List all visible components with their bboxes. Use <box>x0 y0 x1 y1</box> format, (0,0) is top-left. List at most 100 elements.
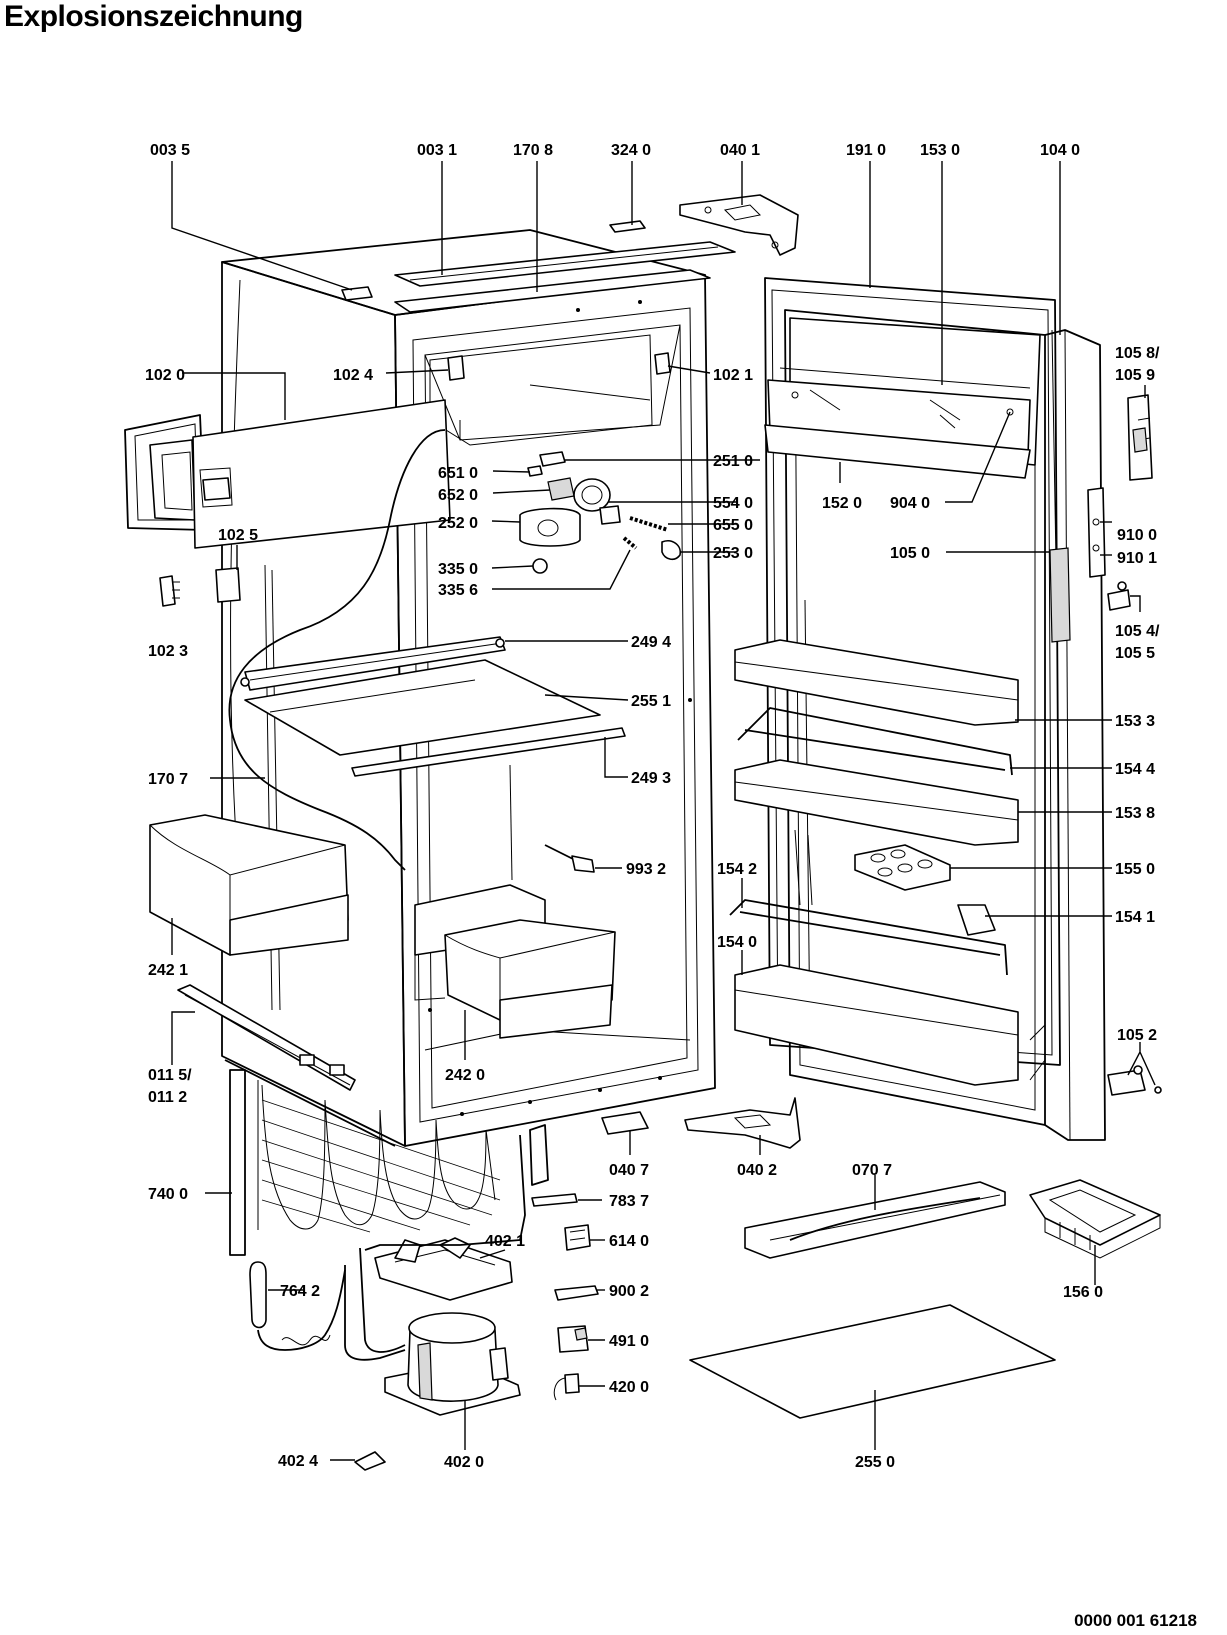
label-003-1: 003 1 <box>417 142 457 159</box>
label-904-0: 904 0 <box>890 495 930 512</box>
cable-993-2 <box>544 844 595 873</box>
fan-156-0 <box>1029 1179 1161 1259</box>
relay-614-0 <box>564 1224 591 1251</box>
label-554-0: 554 0 <box>713 495 753 512</box>
front-rail-011-5 <box>177 984 356 1091</box>
door-top-compartment <box>764 317 1041 479</box>
label-040-1: 040 1 <box>720 142 760 159</box>
shelf-rail-249-4 <box>240 636 506 691</box>
leader-lines <box>171 161 1156 1461</box>
label-154-1: 154 1 <box>1115 909 1155 926</box>
label-491-0: 491 0 <box>609 1333 649 1350</box>
label-255-0: 255 0 <box>855 1454 895 1471</box>
label-102-5: 102 5 <box>218 527 258 544</box>
egg-tray-155-0 <box>854 844 951 891</box>
pin-105-4 <box>1107 581 1131 611</box>
thermostat-group <box>519 451 682 574</box>
label-651-0: 651 0 <box>438 465 478 482</box>
bracket-102-4 <box>447 355 465 381</box>
label-152-0: 152 0 <box>822 495 862 512</box>
label-614-0: 614 0 <box>609 1233 649 1250</box>
door-bin-154-0 <box>734 964 1019 1086</box>
label-105-8: 105 8/ <box>1115 345 1160 362</box>
label-652-0: 652 0 <box>438 487 478 504</box>
suction-pipe <box>344 1265 406 1361</box>
label-155-0: 155 0 <box>1115 861 1155 878</box>
bracket-491-0 <box>557 1325 589 1353</box>
label-253-0: 253 0 <box>713 545 753 562</box>
label-255-1: 255 1 <box>631 693 671 710</box>
page-title: Explosionszeichnung <box>4 0 303 33</box>
label-154-4: 154 4 <box>1115 761 1155 778</box>
label-402-0: 402 0 <box>444 1454 484 1471</box>
label-070-7: 070 7 <box>852 1162 892 1179</box>
label-153-8: 153 8 <box>1115 805 1155 822</box>
label-105-5: 105 5 <box>1115 645 1155 662</box>
overload-900-2 <box>554 1285 599 1301</box>
label-420-0: 420 0 <box>609 1379 649 1396</box>
label-324-0: 324 0 <box>611 142 651 159</box>
label-154-2: 154 2 <box>717 861 757 878</box>
cabinet-bottom-edge <box>224 1059 396 1147</box>
label-910-1: 910 1 <box>1117 550 1157 567</box>
label-740-0: 740 0 <box>148 1186 188 1203</box>
label-154-0: 154 0 <box>717 934 757 951</box>
door-bin-153-3 <box>734 639 1019 726</box>
bracket-402-4 <box>354 1451 386 1471</box>
label-764-2: 764 2 <box>280 1283 320 1300</box>
hinge-bottom <box>684 1097 801 1149</box>
label-102-4: 102 4 <box>333 367 373 384</box>
label-335-0: 335 0 <box>438 561 478 578</box>
label-105-0: 105 0 <box>890 545 930 562</box>
glass-plate-255-0 <box>689 1304 1056 1419</box>
label-040-2: 040 2 <box>737 1162 777 1179</box>
label-170-7: 170 7 <box>148 771 188 788</box>
label-910-0: 910 0 <box>1117 527 1157 544</box>
label-335-6: 335 6 <box>438 582 478 599</box>
grille-070-7 <box>744 1181 1006 1259</box>
label-242-0: 242 0 <box>445 1067 485 1084</box>
bracket-102-3 <box>159 575 176 607</box>
hinge-part-105-8 <box>1127 394 1153 481</box>
label-402-4: 402 4 <box>278 1453 318 1470</box>
switch-910-0 <box>1087 487 1106 578</box>
filter-drier-783-7 <box>531 1193 578 1207</box>
document-number: 0000 001 61218 <box>1074 1611 1197 1630</box>
bracket-102-5 <box>215 567 241 603</box>
label-191-0: 191 0 <box>846 142 886 159</box>
label-170-8: 170 8 <box>513 142 553 159</box>
label-105-9: 105 9 <box>1115 367 1155 384</box>
hinge-pin-105-2 <box>1107 1065 1162 1096</box>
bracket-154-1 <box>957 904 996 936</box>
label-993-2: 993 2 <box>626 861 666 878</box>
label-104-0: 104 0 <box>1040 142 1080 159</box>
label-251-0: 251 0 <box>713 453 753 470</box>
label-655-0: 655 0 <box>713 517 753 534</box>
door-rail-154-4 <box>737 707 1013 776</box>
label-242-1: 242 1 <box>148 962 188 979</box>
label-011-2: 011 2 <box>148 1089 187 1106</box>
crisper-242-0 <box>414 884 616 1039</box>
label-040-7: 040 7 <box>609 1162 649 1179</box>
label-153-0: 153 0 <box>920 142 960 159</box>
glass-shelf-255-1 <box>244 659 601 756</box>
label-783-7: 783 7 <box>609 1193 649 1210</box>
label-252-0: 252 0 <box>438 515 478 532</box>
door-strip-105-0 <box>1049 547 1071 643</box>
part-labels: 003 5 003 1 170 8 324 0 040 1 191 0 153 … <box>145 142 1160 1471</box>
crisper-242-1 <box>149 814 349 956</box>
label-249-3: 249 3 <box>631 770 671 787</box>
door-rail-154-2 <box>729 899 1008 976</box>
capacitor-420-0 <box>553 1373 580 1401</box>
shelf-rail-249-3 <box>351 727 626 777</box>
compressor-tray-402-1 <box>374 1237 513 1301</box>
compressor-402-0 <box>384 1312 521 1416</box>
label-105-4: 105 4/ <box>1115 623 1160 640</box>
door-bin-153-8 <box>734 759 1019 846</box>
hinge-top <box>679 194 799 256</box>
label-102-0: 102 0 <box>145 367 185 384</box>
inner-liner-curve <box>228 429 446 871</box>
label-003-5: 003 5 <box>150 142 190 159</box>
door-frame-left <box>124 399 451 549</box>
